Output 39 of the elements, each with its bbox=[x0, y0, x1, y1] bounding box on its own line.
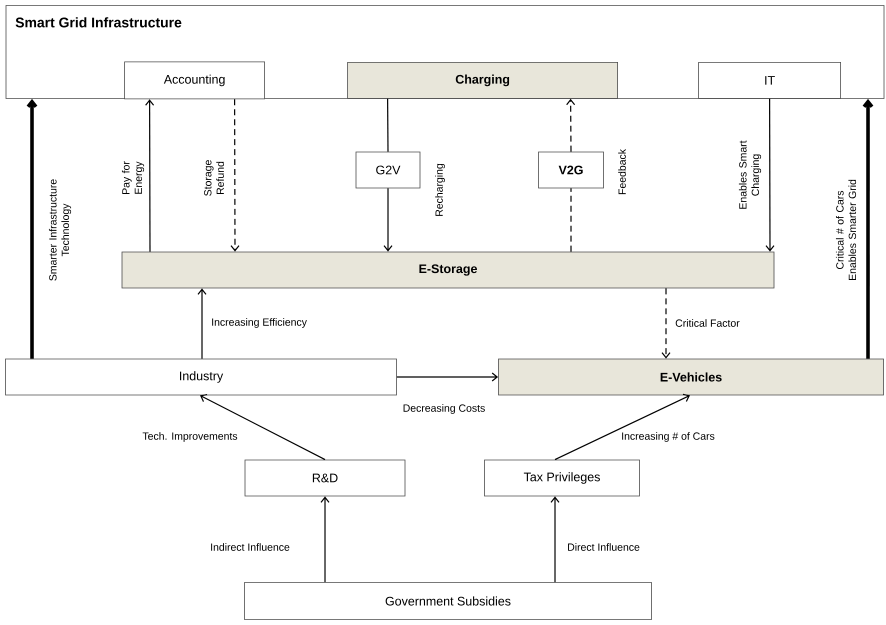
edge-label: Direct Influence bbox=[566, 542, 641, 552]
edge-label: Tech. Improvements bbox=[141, 431, 239, 443]
edge-label: Storage Refund bbox=[203, 148, 225, 208]
arrow bbox=[145, 99, 154, 252]
edge-label: Increasing Efficiency bbox=[210, 317, 308, 329]
process-box: Accounting bbox=[124, 62, 265, 100]
edge-label: Smarter Infrastructure Technology bbox=[48, 159, 72, 301]
arrow bbox=[230, 99, 240, 252]
arrow bbox=[384, 188, 392, 252]
edge-label: Critical Factor bbox=[674, 318, 741, 328]
arrow bbox=[396, 372, 498, 382]
edge-label: Recharging bbox=[434, 162, 446, 218]
arrow bbox=[550, 496, 560, 582]
process-box: Tax Privileges bbox=[484, 460, 640, 496]
edge-label: Decreasing Costs bbox=[402, 403, 486, 415]
edge-label: Critical # of Cars Enables Smarter Grid bbox=[834, 159, 858, 301]
process-box: R&D bbox=[244, 460, 406, 496]
arrow bbox=[662, 288, 670, 359]
arrow bbox=[862, 98, 874, 359]
tag-box: V2G bbox=[538, 152, 604, 188]
arrow bbox=[554, 394, 690, 460]
arrow bbox=[200, 394, 326, 460]
edge-label: Feedback bbox=[617, 148, 627, 196]
tag-box: G2V bbox=[356, 152, 420, 188]
edge-label: Indirect Influence bbox=[209, 542, 291, 552]
process-box: Industry bbox=[5, 358, 397, 396]
process-box: Government Subsidies bbox=[244, 582, 652, 620]
process-box: E-Storage bbox=[122, 252, 774, 288]
arrow bbox=[566, 98, 576, 152]
process-box: IT bbox=[698, 62, 841, 99]
arrow bbox=[320, 496, 330, 582]
arrow bbox=[766, 98, 774, 252]
edge-label: Enables Smart Charging bbox=[738, 124, 762, 226]
edge-label: Increasing # of Cars bbox=[620, 431, 716, 443]
process-box: E-Vehicles bbox=[498, 358, 884, 396]
process-box: Charging bbox=[347, 62, 618, 99]
arrow bbox=[26, 98, 38, 359]
edge-label: Pay for Energy bbox=[120, 151, 146, 205]
arrow bbox=[198, 288, 206, 359]
